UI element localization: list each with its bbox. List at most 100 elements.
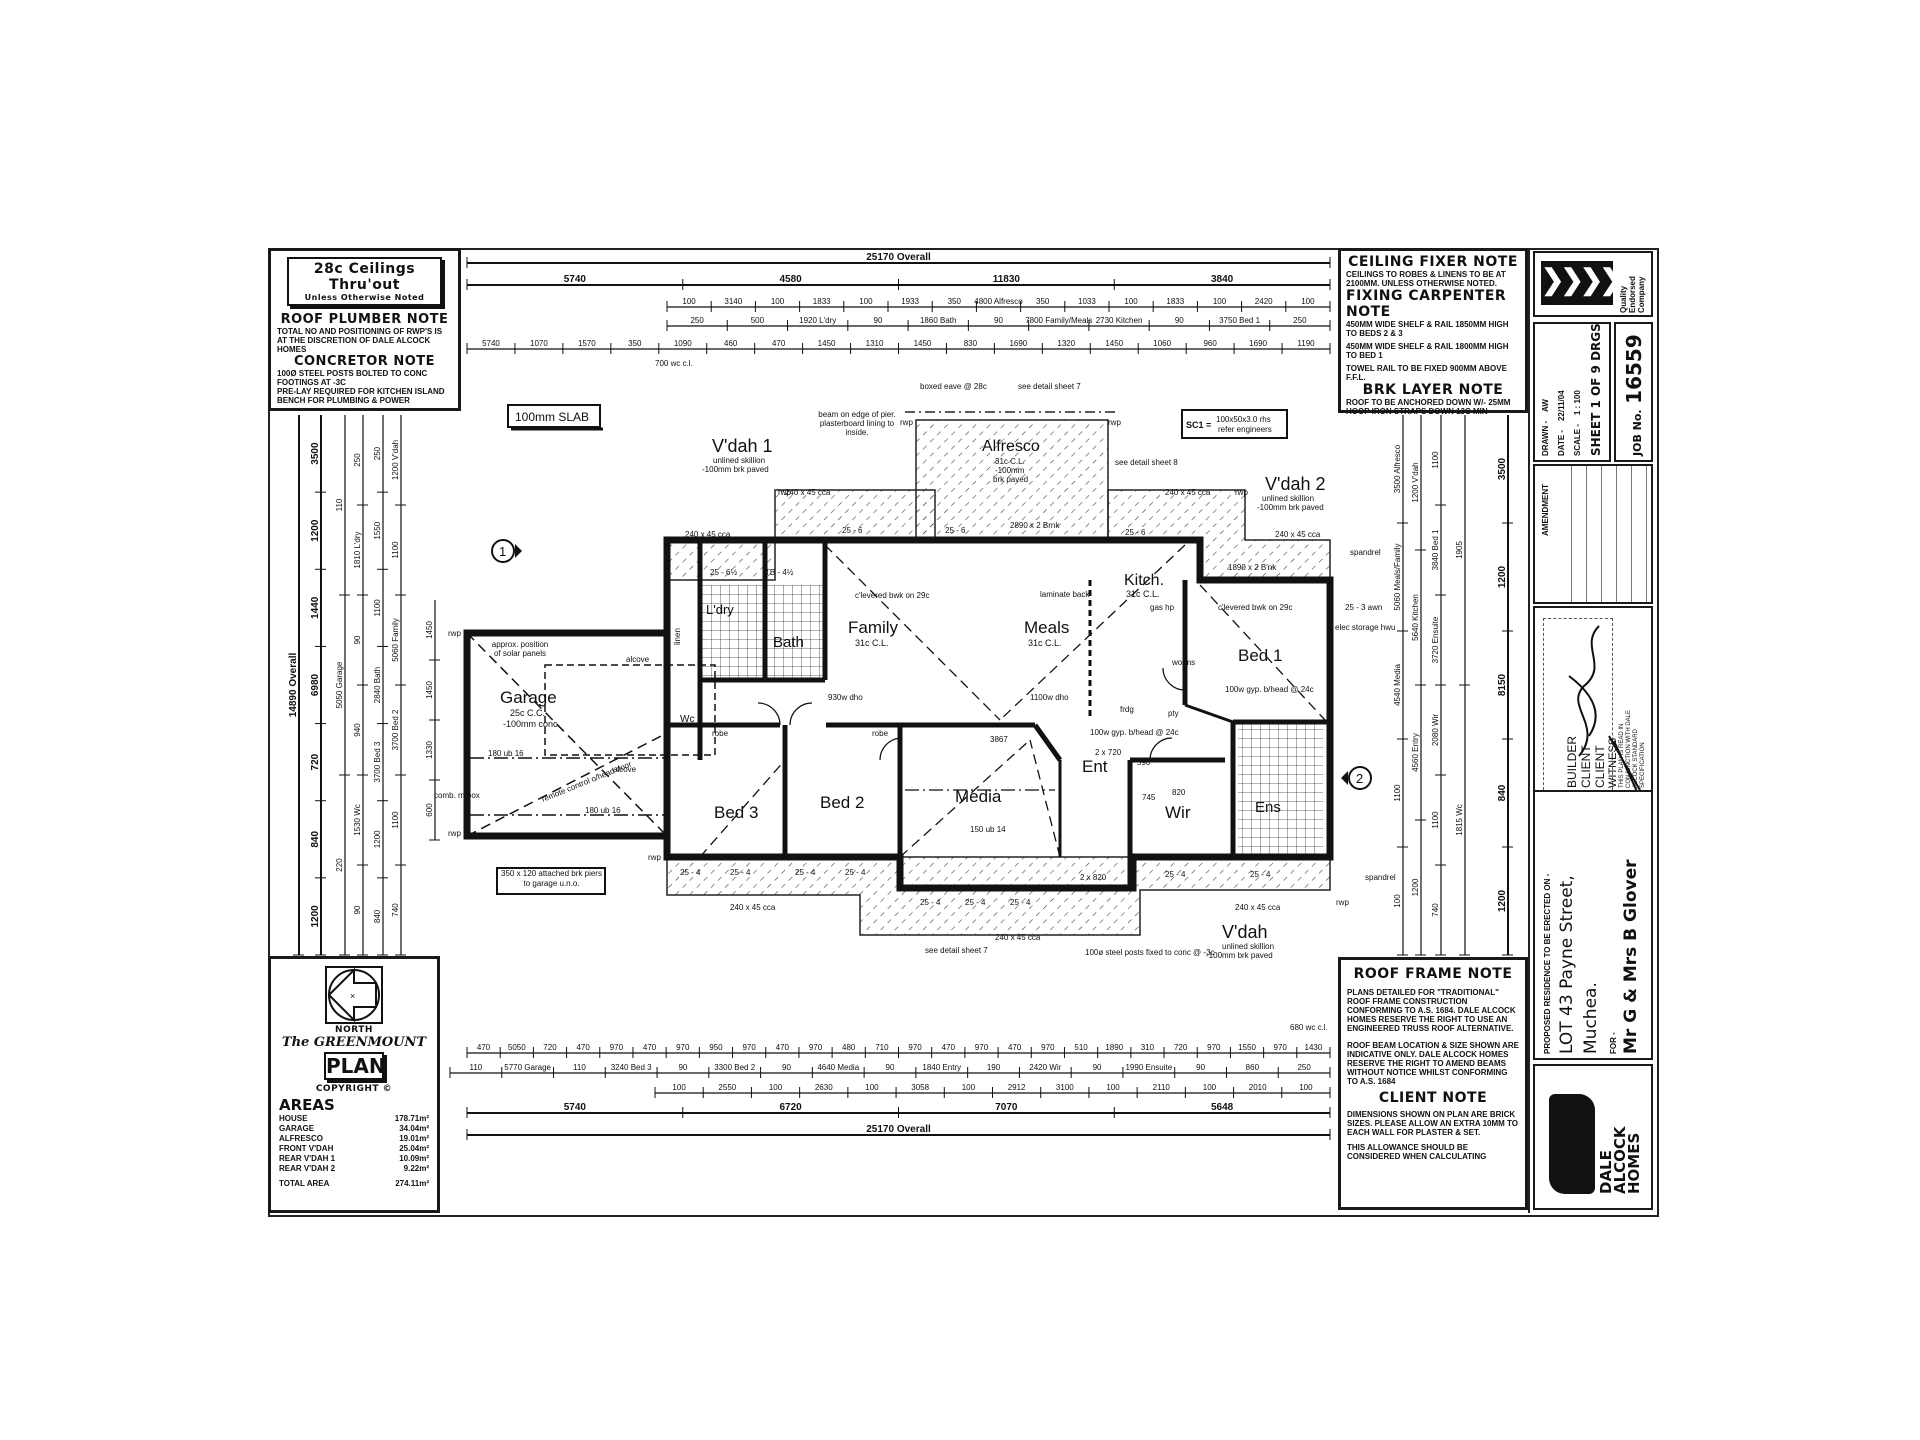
dimension-label: 5648 <box>1211 1102 1234 1113</box>
dimension-label: 1310 <box>866 339 884 348</box>
dimension-label: 100 <box>682 297 696 306</box>
dimension-label: 1033 <box>1078 297 1096 306</box>
dimension-label: 1100 <box>373 599 382 617</box>
north-label: NORTH <box>335 1025 373 1035</box>
flag-logo-icon <box>1549 1094 1595 1194</box>
room-vdah-front: V'dah <box>1222 922 1267 942</box>
room-garage-sub1: 25c C.C. <box>510 708 545 718</box>
dimension-label: 1833 <box>1166 297 1184 306</box>
cca-7: 240 x 45 cca <box>1235 903 1281 912</box>
cca-6: 240 x 45 cca <box>995 933 1041 942</box>
dimension-label: 970 <box>1274 1043 1288 1052</box>
dimension-label: 970 <box>1207 1043 1221 1052</box>
dimension-label: 1090 <box>674 339 692 348</box>
top-wc-cl: 700 wc c.l. <box>655 359 693 368</box>
room-labels: Garage 25c C.C. -100mm conc. Family 31c … <box>500 436 1326 960</box>
dimension-label: 1100 <box>391 811 400 829</box>
dimension-label: 1320 <box>1057 339 1075 348</box>
dimension-label: 110 <box>469 1063 482 1072</box>
dimension-label: 470 <box>477 1043 491 1052</box>
rwp-7: rwp <box>648 853 661 862</box>
dimension-label: 90 <box>678 1063 687 1072</box>
dimension-label: 2730 Kitchen <box>1096 316 1143 325</box>
annotations: beam on edge of pier. plasterboard linin… <box>434 382 1396 957</box>
dimension-label: 720 <box>310 753 321 770</box>
plan-label: PLAN <box>324 1052 386 1080</box>
dimension-label: 1920 L'dry <box>799 316 836 325</box>
dim-590: 590 <box>1137 758 1151 767</box>
area-name: HOUSE <box>279 1114 308 1123</box>
ceilings-note: 28c Ceilings Thru'out Unless Otherwise N… <box>287 257 442 306</box>
dimension-label: 1570 <box>578 339 596 348</box>
dimension-label: 3100 <box>1056 1083 1074 1092</box>
dimension-label: 250 <box>373 446 382 460</box>
dimension-label: 970 <box>610 1043 624 1052</box>
dimension-label: 1200 V'dah <box>1411 462 1420 502</box>
sc1-c: refer engineers <box>1218 425 1272 434</box>
dimension-label: 970 <box>809 1043 823 1052</box>
pitch-7: 25 - 4 <box>730 868 751 877</box>
area-value: 10.09m² <box>399 1154 429 1163</box>
dimension-label: 5060 Meals/Family <box>1393 543 1402 610</box>
dimension-label: 4540 Media <box>1393 664 1402 706</box>
dimension-label: 970 <box>975 1043 989 1052</box>
door-1890: 1890 x 2 B'nk <box>1228 563 1277 572</box>
dimension-label: 720 <box>1174 1043 1188 1052</box>
dimension-label: 970 <box>676 1043 690 1052</box>
area-name: REAR V'DAH 1 <box>279 1154 336 1163</box>
cantilever-1: c'levered bwk on 29c <box>855 591 929 600</box>
legend-box: × NORTH The GREENMOUNT PLAN COPYRIGHT © … <box>268 956 440 1213</box>
dimension-label: 2080 Wir <box>1431 714 1440 746</box>
room-family-sub: 31c C.L. <box>855 638 889 648</box>
room-vdah2: V'dah 2 <box>1265 474 1326 494</box>
dimension-label: 1530 Wc <box>353 804 362 836</box>
area-name: ALFRESCO <box>279 1134 323 1143</box>
dimension-label: 4800 Alfresco <box>974 297 1023 306</box>
brand-box: DALE ALCOCK HOMES <box>1533 1064 1653 1210</box>
dimension-label: 1690 <box>1249 339 1267 348</box>
see-sheet-7-top: see detail sheet 7 <box>1018 382 1081 391</box>
area-value: 9.22m² <box>403 1164 429 1173</box>
room-kitchen-sub: 31c C.L. <box>1126 589 1160 599</box>
north-arrow-icon: × <box>325 966 383 1024</box>
laundry-tiles <box>700 585 765 680</box>
dimension-label: 1100 <box>1431 811 1440 829</box>
rwp-8: rwp <box>1336 898 1349 907</box>
dimension-label: 220 <box>335 858 344 872</box>
room-ensuite: Ens <box>1255 799 1281 816</box>
dimension-label: 940 <box>353 723 362 737</box>
house-walls <box>663 536 1334 892</box>
piers-label: 350 x 120 attached brk piers to garage u… <box>501 869 602 888</box>
room-bed2: Bed 2 <box>820 793 864 812</box>
dimension-label: 5050 Garage <box>335 661 344 708</box>
rwp-1: rwp <box>900 418 913 427</box>
dimension-label: 970 <box>1041 1043 1055 1052</box>
dimension-label: 2840 Bath <box>373 667 382 703</box>
dimension-label: 100 <box>1203 1083 1217 1092</box>
wo-note: wo/ms <box>1171 658 1195 667</box>
section-marker-1: 1 <box>491 539 522 563</box>
carpenter-text-3: TOWEL RAIL TO BE FIXED 900mm ABOVE F.F.L… <box>1346 364 1507 382</box>
bulkhead-2: 100w gyp. b/head @ 24c <box>1225 685 1314 694</box>
robe-1: robe <box>712 729 729 738</box>
dimension-label: 100 <box>1301 297 1315 306</box>
room-vdah1: V'dah 1 <box>712 436 773 456</box>
door-swings <box>757 667 1186 761</box>
dimension-label: 3500 <box>310 442 321 465</box>
cantilever-2: c'levered bwk on 29c <box>1218 603 1292 612</box>
area-value: 34.04m² <box>399 1124 429 1133</box>
qa-logo-box: ❯❯❯❯ Quality Endorsed Company <box>1533 251 1653 317</box>
bulkhead-1: 100w gyp. b/head @ 24c <box>1090 728 1179 737</box>
dimension-label: 90 <box>782 1063 791 1072</box>
brk-text: ROOF TO BE ANCHORED DOWN W/- 25mm HOOP I… <box>1346 398 1511 416</box>
dimension-label: 1450 <box>425 621 434 639</box>
linen-note: linen <box>673 628 682 645</box>
dimension-label: 2110 <box>1153 1083 1171 1092</box>
dimension-label: 3500 Alfresco <box>1393 444 1402 493</box>
dimension-label: 90 <box>886 1063 895 1072</box>
room-alfresco-sub2: -100mm <box>995 466 1025 475</box>
dimension-label: 710 <box>875 1043 889 1052</box>
pitch-11: 25 - 4 <box>965 898 986 907</box>
roof-plumber-title: ROOF PLUMBER NOTE <box>280 312 449 327</box>
